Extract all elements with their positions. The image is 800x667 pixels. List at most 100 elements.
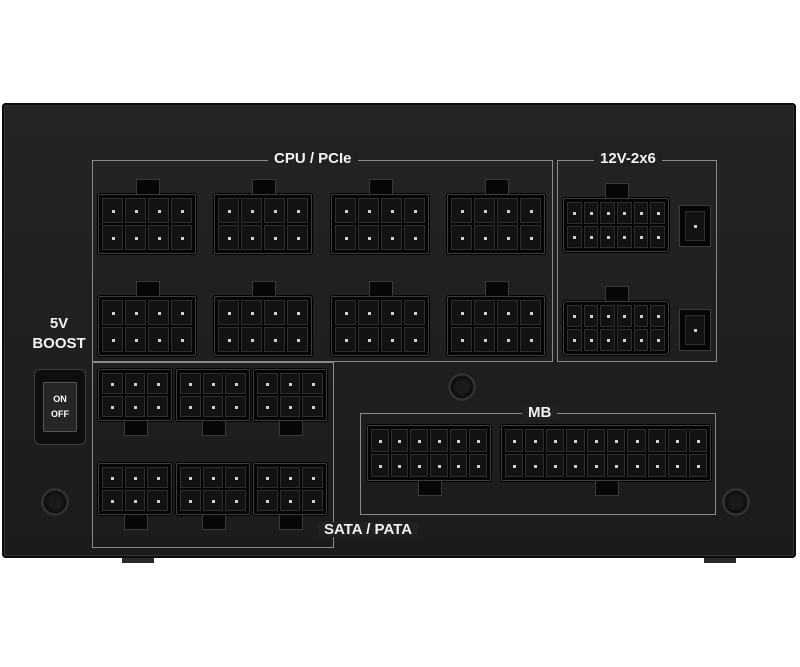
pin bbox=[583, 305, 599, 327]
pin bbox=[287, 198, 308, 223]
mb-connector-small[interactable] bbox=[367, 425, 491, 496]
pin bbox=[567, 329, 582, 351]
12v-2x6-connector[interactable] bbox=[563, 286, 669, 355]
pin bbox=[586, 454, 605, 477]
pin bbox=[650, 226, 665, 248]
latch-tab bbox=[136, 281, 160, 296]
5v-boost-label-line1: 5V bbox=[49, 315, 69, 332]
pin bbox=[525, 429, 544, 452]
latch-tab bbox=[279, 421, 303, 436]
pin bbox=[583, 329, 599, 351]
pin bbox=[302, 490, 323, 511]
pin bbox=[279, 396, 301, 417]
pin bbox=[668, 454, 687, 477]
pin bbox=[474, 327, 495, 352]
pin bbox=[148, 327, 169, 352]
cpu-pcie-connector[interactable] bbox=[98, 281, 196, 356]
pin bbox=[650, 305, 665, 327]
12v-2x6-connector[interactable] bbox=[563, 183, 669, 252]
pin bbox=[600, 329, 615, 351]
pin bbox=[474, 300, 495, 325]
cpu-pcie-connector[interactable] bbox=[98, 179, 196, 254]
pin bbox=[241, 300, 262, 325]
pin bbox=[520, 300, 541, 325]
pin bbox=[390, 429, 409, 452]
12v-2x6-sense-connector[interactable] bbox=[679, 309, 711, 351]
cpu-pcie-connector[interactable] bbox=[447, 281, 545, 356]
latch-tab bbox=[605, 183, 629, 198]
pin bbox=[451, 327, 472, 352]
sata-pata-connector[interactable] bbox=[253, 369, 327, 436]
pin bbox=[633, 305, 649, 327]
pin bbox=[600, 226, 615, 248]
pin bbox=[302, 396, 323, 417]
pin bbox=[474, 198, 495, 223]
latch-tab bbox=[369, 281, 393, 296]
pin bbox=[633, 226, 649, 248]
pin bbox=[520, 225, 541, 250]
pin bbox=[335, 225, 356, 250]
pin bbox=[633, 329, 649, 351]
pin bbox=[685, 211, 705, 241]
pin bbox=[647, 454, 667, 477]
pin bbox=[241, 198, 262, 223]
pin bbox=[688, 429, 707, 452]
cpu-pcie-connector[interactable] bbox=[214, 281, 312, 356]
pin bbox=[429, 454, 448, 477]
pin bbox=[257, 373, 278, 394]
pin bbox=[287, 327, 308, 352]
pin bbox=[567, 305, 582, 327]
mounting-screw bbox=[40, 487, 70, 517]
sata-pata-connector[interactable] bbox=[98, 463, 172, 530]
12v-2x6-sense-connector[interactable] bbox=[679, 205, 711, 247]
cpu-pcie-connector[interactable] bbox=[214, 179, 312, 254]
pin bbox=[358, 300, 379, 325]
pin bbox=[567, 202, 582, 224]
pin bbox=[627, 429, 646, 452]
pin bbox=[102, 467, 123, 488]
pin bbox=[102, 300, 123, 325]
pin bbox=[404, 198, 425, 223]
pin bbox=[600, 305, 615, 327]
pin bbox=[633, 202, 649, 224]
pin bbox=[650, 329, 665, 351]
latch-tab bbox=[202, 421, 226, 436]
pin bbox=[617, 305, 632, 327]
sata-pata-connector[interactable] bbox=[98, 369, 172, 436]
pin bbox=[171, 327, 192, 352]
latch-tab bbox=[202, 515, 226, 530]
pin bbox=[279, 490, 301, 511]
cpu-pcie-connector[interactable] bbox=[331, 281, 429, 356]
pin bbox=[335, 327, 356, 352]
pin bbox=[583, 202, 599, 224]
pin bbox=[381, 300, 402, 325]
pin bbox=[180, 467, 201, 488]
pin bbox=[264, 300, 285, 325]
sata-pata-connector[interactable] bbox=[176, 463, 250, 530]
panel-foot bbox=[122, 558, 154, 563]
switch-off-label: OFF bbox=[51, 409, 69, 419]
pin bbox=[124, 373, 146, 394]
pin bbox=[390, 454, 409, 477]
pin bbox=[202, 490, 224, 511]
5v-boost-switch[interactable]: ON OFF bbox=[34, 369, 86, 445]
pin bbox=[381, 198, 402, 223]
5v-boost-rocker[interactable]: ON OFF bbox=[43, 382, 77, 432]
pin bbox=[171, 225, 192, 250]
cpu-pcie-connector[interactable] bbox=[331, 179, 429, 254]
pin bbox=[647, 429, 667, 452]
mb-connector-large[interactable] bbox=[501, 425, 711, 496]
pin bbox=[147, 467, 168, 488]
pin bbox=[218, 198, 239, 223]
sata-pata-connector[interactable] bbox=[176, 369, 250, 436]
pin bbox=[102, 396, 123, 417]
cpu-pcie-connector[interactable] bbox=[447, 179, 545, 254]
pin bbox=[520, 198, 541, 223]
pin bbox=[497, 327, 518, 352]
pin bbox=[371, 429, 389, 452]
pin bbox=[381, 327, 402, 352]
cpu-pcie-label: CPU / PCIe bbox=[268, 151, 358, 166]
pin bbox=[600, 202, 615, 224]
pin bbox=[147, 373, 168, 394]
sata-pata-connector[interactable] bbox=[253, 463, 327, 530]
